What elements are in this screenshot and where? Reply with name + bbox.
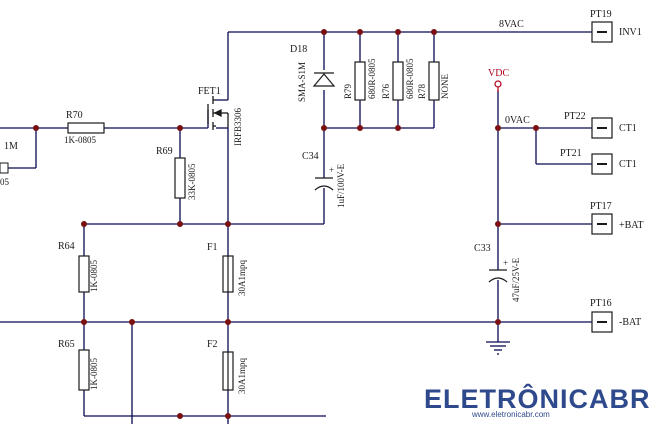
net-label-8vac: 8VAC [499, 19, 524, 30]
watermark-url: www.eletronicabr.com [472, 410, 550, 419]
net-label-0vac: 0VAC [505, 115, 530, 126]
wires [0, 31, 592, 424]
f1-value: 30A1mpq [237, 260, 247, 296]
watermark-brand: ELETRÔNICABR [424, 384, 651, 414]
vdc-supply-icon [494, 80, 502, 92]
r78-ref: R78 [417, 83, 427, 99]
r79-ref: R79 [343, 83, 353, 99]
r69-ref: R69 [156, 146, 173, 157]
d18-value: SMA-S1M [297, 61, 307, 102]
r64-ref: R64 [58, 241, 75, 252]
diode-d18 [312, 72, 336, 87]
resistor-r70 [67, 122, 105, 134]
junctions [33, 29, 539, 419]
fet1-ref: FET1 [198, 86, 221, 97]
r64-value: 1K-0805 [89, 260, 99, 292]
r78-value: NONE [440, 74, 450, 99]
watermark: ELETRÔNICABR www.eletronicabr.com [424, 378, 652, 424]
net-label-partial-2: 05 [0, 177, 9, 187]
f2-ref: F2 [207, 339, 218, 350]
resistor-r78 [428, 61, 440, 101]
pt17-net: +BAT [619, 220, 644, 231]
c34-value: 1uF/100V-E [336, 163, 346, 208]
c33-value: 47uF/25V-E [511, 257, 521, 302]
r70-value: 1K-0805 [64, 135, 96, 145]
capacitor-c33 [488, 269, 508, 283]
r65-ref: R65 [58, 339, 75, 350]
pt22-net: CT1 [619, 123, 637, 134]
pt17-ref: PT17 [590, 201, 612, 212]
r76-value: 680R-0805 [405, 58, 415, 100]
net-label-vdc: VDC [488, 68, 510, 79]
r76-ref: R76 [381, 83, 391, 99]
partial-component-left [0, 162, 9, 174]
r65-value: 1K-0805 [89, 358, 99, 390]
f1-ref: F1 [207, 242, 218, 253]
mosfet-fet1 [207, 96, 229, 130]
capacitor-c34 [314, 177, 334, 191]
resistor-r76 [392, 61, 404, 101]
fet1-value: IRFB3306 [233, 107, 243, 146]
pt19-ref: PT19 [590, 9, 612, 20]
resistor-r79 [354, 61, 366, 101]
resistor-r64 [78, 255, 90, 293]
resistor-r65 [78, 349, 90, 391]
pt16-ref: PT16 [590, 298, 612, 309]
pt16-net: -BAT [619, 317, 642, 328]
fuse-f1 [222, 255, 234, 293]
pt22-ref: PT22 [564, 111, 586, 122]
c33-polarity: + [503, 258, 509, 268]
pt21-ref: PT21 [560, 148, 582, 159]
pt19-net: INV1 [619, 27, 642, 38]
r69-value: 33K-0805 [187, 163, 197, 201]
connector-pads [591, 21, 613, 333]
connector-pins [597, 31, 607, 323]
c34-polarity: + [329, 165, 335, 175]
net-label-partial: 1M [4, 141, 18, 152]
f2-value: 30A1mpq [237, 358, 247, 394]
resistor-r69 [174, 157, 186, 199]
r70-ref: R70 [66, 110, 83, 121]
ground-icon [486, 341, 510, 355]
d18-ref: D18 [290, 44, 308, 55]
fuse-f2 [222, 351, 234, 391]
c33-ref: C33 [474, 243, 491, 254]
pt21-net: CT1 [619, 159, 637, 170]
r79-value: 680R-0805 [367, 58, 377, 100]
c34-ref: C34 [302, 151, 319, 162]
